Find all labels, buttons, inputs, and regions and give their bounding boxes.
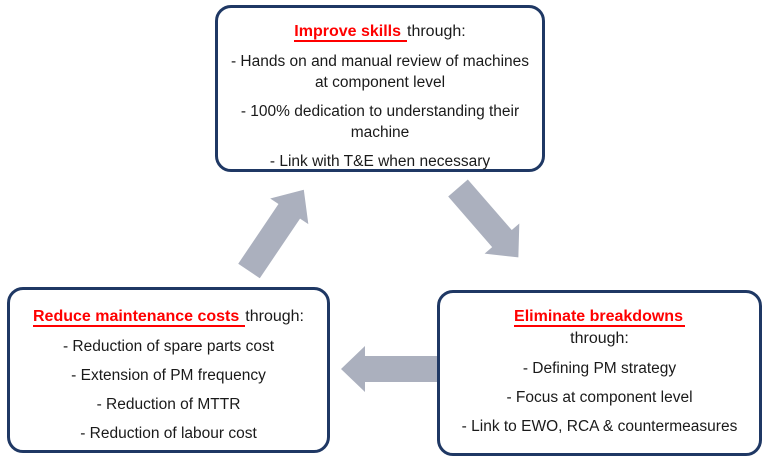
box-eliminate-breakdowns-title: Eliminate breakdowns through: [452,306,747,350]
box-eliminate-breakdowns-title-rest: through: [570,330,629,347]
box-eliminate-breakdowns: Eliminate breakdowns through: - Defining … [437,290,762,456]
arrow-bottom-right-to-bottom-left [341,346,441,392]
bullet-item: - Hands on and manual review of machines… [230,53,530,91]
box-reduce-maintenance-costs-title-red: Reduce maintenance costs [32,308,246,327]
bullet-item: - Link with T&E when necessary [269,153,491,170]
arrow-bottom-left-to-top [238,189,309,279]
arrow-top-to-bottom-right [448,179,520,258]
bullet-item: - Reduction of labour cost [80,425,257,442]
box-eliminate-breakdowns-title-red: Eliminate breakdowns [514,308,685,327]
bullet-item: - Link to EWO, RCA & countermeasures [461,418,738,435]
bullet-item: - Defining PM strategy [522,360,677,377]
bullet-item: - Reduction of spare parts cost [62,338,275,355]
bullet-item: - Reduction of MTTR [96,396,241,413]
bullet-item: - Focus at component level [506,389,693,406]
bullet-item: - 100% dedication to understanding their… [240,103,520,141]
box-reduce-maintenance-costs-title-rest: through: [245,308,304,325]
bullet-item: - Extension of PM frequency [71,367,266,384]
box-improve-skills-title-red: Improve skills [294,23,407,42]
box-improve-skills-title-rest: through: [407,23,466,40]
